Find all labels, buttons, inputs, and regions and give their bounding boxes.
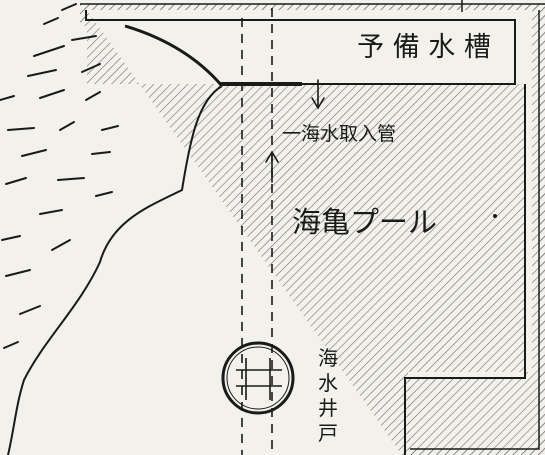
outer-wall-outline — [80, 3, 545, 450]
well-label-char-1: 海 — [318, 346, 338, 370]
well-label-char-3: 井 — [318, 396, 338, 420]
intake-pipe-label: 一海水取入管 — [282, 123, 396, 145]
shoreline-outline — [7, 85, 223, 455]
shore-top-curve — [124, 24, 224, 87]
sea-water-well — [221, 341, 295, 415]
reserve-tank-outline — [85, 10, 516, 85]
intake-pipe-lines — [241, 8, 273, 455]
down-arrow-icon — [311, 79, 325, 110]
wall-hatching — [80, 4, 545, 455]
well-label-char-2: 水 — [318, 371, 338, 395]
pool-wall-outline — [404, 84, 526, 455]
reserve-tank-label: 予 備 水 槽 — [357, 32, 491, 63]
pool-dot — [493, 214, 497, 218]
well-label-char-4: 戸 — [318, 421, 338, 445]
up-arrow-icon — [265, 150, 279, 183]
well-label: 海 水 井 戸 — [318, 346, 338, 445]
slope-marks — [0, 3, 119, 349]
turtle-pool-label: 海亀プール — [292, 205, 437, 239]
